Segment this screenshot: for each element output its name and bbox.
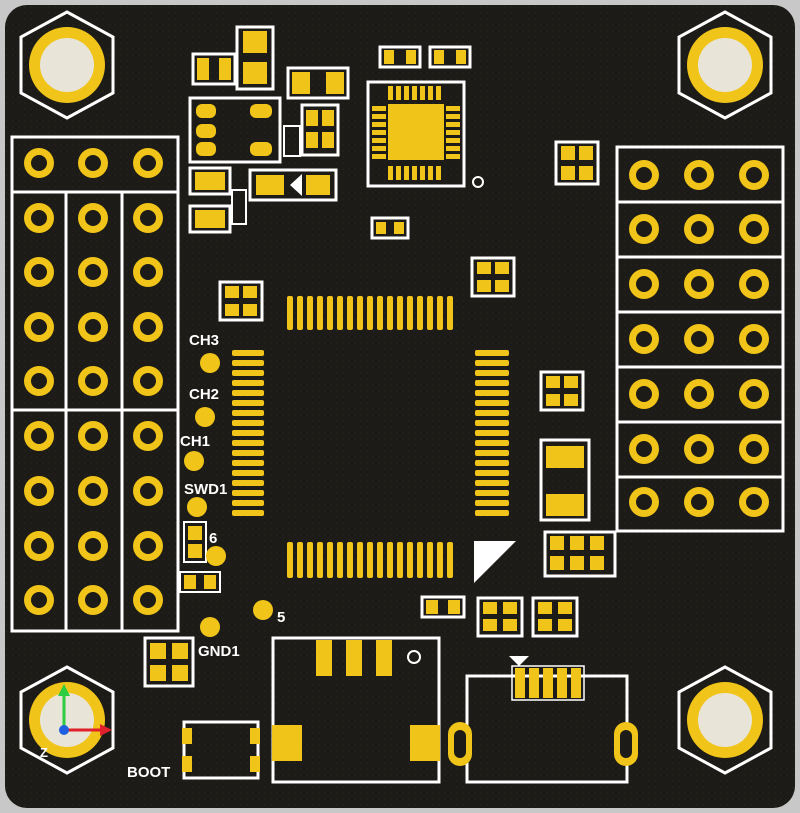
bottom-connector-left: [271, 636, 441, 784]
label-ch1: CH1: [180, 433, 210, 450]
test-points: [184, 353, 273, 637]
usb-connector: [448, 656, 638, 784]
diode-and-capacitors: [188, 166, 338, 234]
label-gnd1: GND1: [198, 643, 240, 660]
mounting-hole-bottom-left: [19, 665, 115, 775]
testpoint-ch3: [200, 353, 220, 373]
testpoint-gnd1: [200, 617, 220, 637]
voltage-regulator: [188, 96, 340, 164]
axis-gizmo: Z: [40, 684, 112, 760]
smd-capacitor-group-top: [191, 25, 472, 100]
boot-button: [182, 720, 260, 780]
testpoint-ch2: [195, 407, 215, 427]
left-header-pins: [24, 148, 163, 615]
testpoint-6: [206, 546, 226, 566]
label-ch2: CH2: [189, 386, 219, 403]
right-pin-header: [615, 145, 785, 533]
left-pin-header: [10, 135, 180, 633]
label-swd1: SWD1: [184, 481, 227, 498]
mounting-hole-bottom-right: [677, 665, 773, 775]
label-ch3: CH3: [189, 332, 219, 349]
testpoint-swd1: [187, 497, 207, 517]
testpoint-5: [253, 600, 273, 620]
smd-pads-misc: [143, 140, 617, 688]
mcu-lqfp: [474, 541, 516, 583]
label-boot: BOOT: [127, 764, 170, 781]
testpoint-ch1: [184, 451, 204, 471]
axis-z-label: Z: [40, 745, 48, 760]
imu-chip-qfn: [366, 80, 484, 188]
mounting-hole-top-left: [19, 10, 115, 120]
label-pin5: 5: [277, 609, 285, 626]
mounting-hole-top-right: [677, 10, 773, 120]
right-header-pins: [629, 160, 769, 517]
label-pin6: 6: [209, 530, 217, 547]
